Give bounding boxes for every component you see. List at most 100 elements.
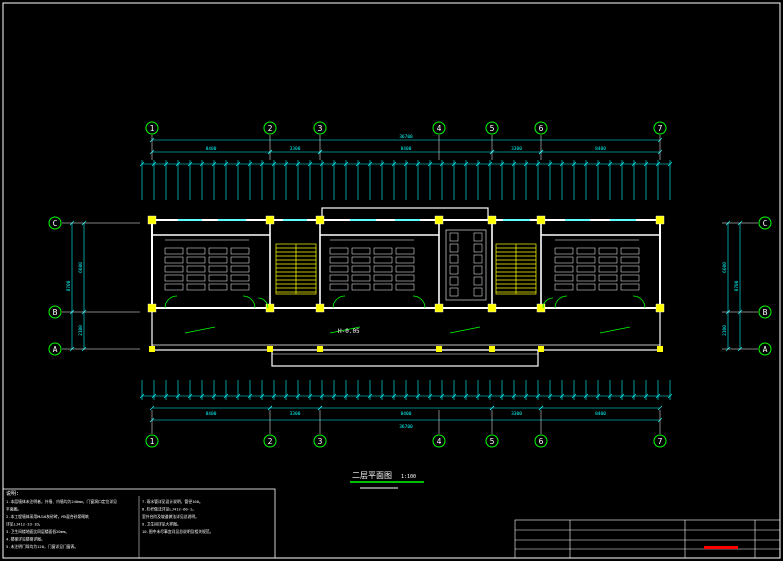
dim-label: 3300 xyxy=(290,411,301,417)
title-block-frame xyxy=(514,519,781,559)
slope-arrow-4 xyxy=(599,326,631,334)
note-line: 平面图。 xyxy=(6,507,21,512)
axis-column-label: 1 xyxy=(150,124,155,133)
door-swing-4 xyxy=(412,295,426,309)
axis-bubble xyxy=(48,342,62,356)
classroom-desks xyxy=(164,232,640,297)
corridor-outline xyxy=(151,307,661,351)
desk xyxy=(164,247,184,255)
desk xyxy=(620,247,640,255)
note-line: 7.雨水管详见设计说明，管径100。 xyxy=(142,499,203,504)
ground-level-mark: H-0.05 xyxy=(338,328,360,335)
note-line: 1.本层墙体未注明者，外墙、内墙均为240mm，门窗洞口定位详见 xyxy=(6,499,117,504)
axis-bubble xyxy=(485,121,499,135)
column xyxy=(147,303,157,313)
desk xyxy=(164,274,184,282)
axis-bubble xyxy=(432,434,446,448)
axis-row-label: A xyxy=(763,345,768,354)
drawing-scale: 1:100 xyxy=(401,474,416,480)
axis-row-label: B xyxy=(763,308,768,317)
entrance-steps xyxy=(271,349,539,367)
desk xyxy=(598,274,618,282)
axis-column-label: 4 xyxy=(437,437,442,446)
axis-column-label: 5 xyxy=(490,124,495,133)
door-swing-5 xyxy=(554,295,568,309)
desk xyxy=(395,265,415,273)
desk xyxy=(164,283,184,291)
desk xyxy=(373,283,393,291)
axis-bubble xyxy=(145,121,159,135)
desk xyxy=(554,274,574,282)
desk xyxy=(186,283,206,291)
axis-bubble xyxy=(432,121,446,135)
door-swing-6 xyxy=(632,295,646,309)
axis-row-label: C xyxy=(763,219,768,228)
axis-bubble xyxy=(145,434,159,448)
column xyxy=(315,303,325,313)
dim-label: 8400 xyxy=(206,146,217,152)
dim-label: 8400 xyxy=(401,411,412,417)
column xyxy=(436,346,442,352)
dimension-lines xyxy=(69,137,743,423)
axis-column-label: 4 xyxy=(437,124,442,133)
desk xyxy=(395,247,415,255)
dim-label: 36700 xyxy=(399,424,413,430)
notes-box: 说明: 1.本层墙体未注明者，外墙、内墙均为240mm，门窗洞口定位详见 平面图… xyxy=(2,488,276,559)
axis-bubble xyxy=(313,121,327,135)
column xyxy=(265,215,275,225)
dim-label: 8400 xyxy=(206,411,217,417)
column xyxy=(434,303,444,313)
column xyxy=(434,215,444,225)
door-swing-2 xyxy=(242,295,256,309)
desk xyxy=(576,247,596,255)
desk xyxy=(329,256,349,264)
drawing-title: 二层平面图 1:100 xyxy=(350,471,424,489)
desk xyxy=(554,247,574,255)
desk xyxy=(598,265,618,273)
desk xyxy=(230,274,250,282)
desk xyxy=(620,256,640,264)
toilet-stall xyxy=(473,265,483,275)
desk xyxy=(329,265,349,273)
desk xyxy=(329,283,349,291)
desk xyxy=(598,256,618,264)
desk xyxy=(186,247,206,255)
top-projection xyxy=(321,207,489,221)
desk xyxy=(164,256,184,264)
column xyxy=(315,215,325,225)
axis-bubble xyxy=(48,305,62,319)
dim-label: 3300 xyxy=(511,146,522,152)
desk xyxy=(554,256,574,264)
dim-tick xyxy=(149,405,155,411)
desk xyxy=(395,256,415,264)
axis-row-label: B xyxy=(53,308,58,317)
toilet-stall xyxy=(449,287,459,297)
toilet-stall xyxy=(449,232,459,242)
column xyxy=(265,303,275,313)
drawing-title-text: 二层平面图 xyxy=(352,471,392,480)
dim-tick xyxy=(657,405,663,411)
desk xyxy=(554,265,574,273)
dim-label: 3300 xyxy=(511,411,522,417)
desk xyxy=(351,247,371,255)
dim-label: 8400 xyxy=(595,146,606,152)
dim-label: 8400 xyxy=(595,411,606,417)
desk xyxy=(576,256,596,264)
axis-row-label: C xyxy=(53,219,58,228)
column xyxy=(657,346,663,352)
axis-bubble xyxy=(48,216,62,230)
column xyxy=(536,303,546,313)
column xyxy=(655,215,665,225)
desk xyxy=(208,256,228,264)
axis-column-label: 7 xyxy=(658,437,663,446)
desk xyxy=(329,274,349,282)
desk xyxy=(208,283,228,291)
column xyxy=(149,346,155,352)
axis-bubble xyxy=(534,121,548,135)
desk xyxy=(230,256,250,264)
note-line: 9.卫生间详见大样图。 xyxy=(142,522,181,527)
dim-label: 2100 xyxy=(78,325,84,336)
